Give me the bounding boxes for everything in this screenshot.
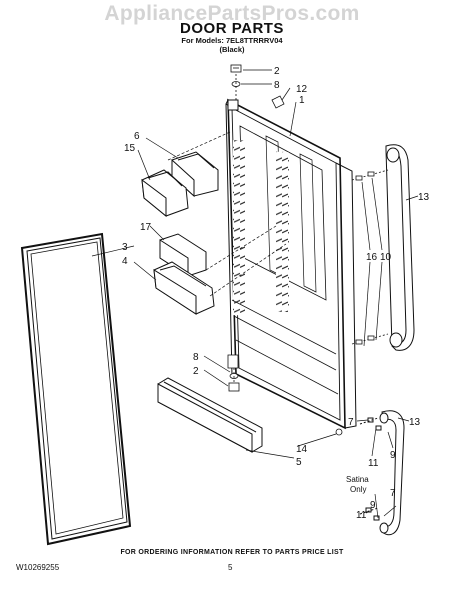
callout-10: 10 xyxy=(380,252,392,263)
callout-14: 14 xyxy=(296,444,308,455)
hinge-top-parts xyxy=(230,64,285,109)
callout-4: 4 xyxy=(122,256,128,267)
color-line: (Black) xyxy=(219,45,245,54)
callout-labels: 2 8 12 1 6 15 13 17 3 4 16 10 8 2 14 5 7… xyxy=(122,66,430,521)
callout-13-top: 13 xyxy=(418,192,430,203)
door-gasket xyxy=(20,232,132,546)
watermark: AppliancePartsPros.com xyxy=(104,2,360,25)
callout-8-top: 8 xyxy=(274,80,280,91)
callout-7-b: 7 xyxy=(390,488,396,499)
callout-11-b: 11 xyxy=(356,510,367,521)
satina-label-1: Satina xyxy=(346,475,369,484)
callout-8-bottom: 8 xyxy=(193,352,199,363)
lower-door-bin xyxy=(153,233,215,315)
bottom-door-shelf xyxy=(157,377,263,453)
model-line: For Models: 7EL8TTRRRV04 xyxy=(181,36,283,45)
callout-15: 15 xyxy=(124,143,136,154)
callout-7-a: 7 xyxy=(348,417,354,428)
callout-13-b: 13 xyxy=(409,417,421,428)
callout-2-bottom: 2 xyxy=(193,366,199,377)
page-title: DOOR PARTS xyxy=(180,20,284,37)
callout-9-a: 9 xyxy=(390,450,396,461)
callout-9-b: 9 xyxy=(370,500,376,511)
page-number: 5 xyxy=(228,563,233,572)
callout-1: 1 xyxy=(299,95,305,106)
satina-label-2: Only xyxy=(350,485,366,494)
callout-11-a: 11 xyxy=(368,458,379,469)
callout-17: 17 xyxy=(140,222,152,233)
callout-5: 5 xyxy=(296,457,302,468)
door-handle xyxy=(385,144,415,351)
callout-16: 16 xyxy=(366,252,378,263)
callout-12: 12 xyxy=(296,84,308,95)
callout-6: 6 xyxy=(134,131,140,142)
ordering-note: FOR ORDERING INFORMATION REFER TO PARTS … xyxy=(120,549,344,556)
callout-2-top: 2 xyxy=(274,66,280,77)
document-number: W10269255 xyxy=(16,563,60,572)
handle-fasteners xyxy=(351,169,389,345)
door-liner xyxy=(225,98,357,430)
leader-lines xyxy=(91,69,419,519)
upper-door-bin xyxy=(141,151,219,218)
callout-3: 3 xyxy=(122,242,128,253)
satina-handle xyxy=(359,410,405,536)
hinge-bottom-parts xyxy=(228,368,343,436)
